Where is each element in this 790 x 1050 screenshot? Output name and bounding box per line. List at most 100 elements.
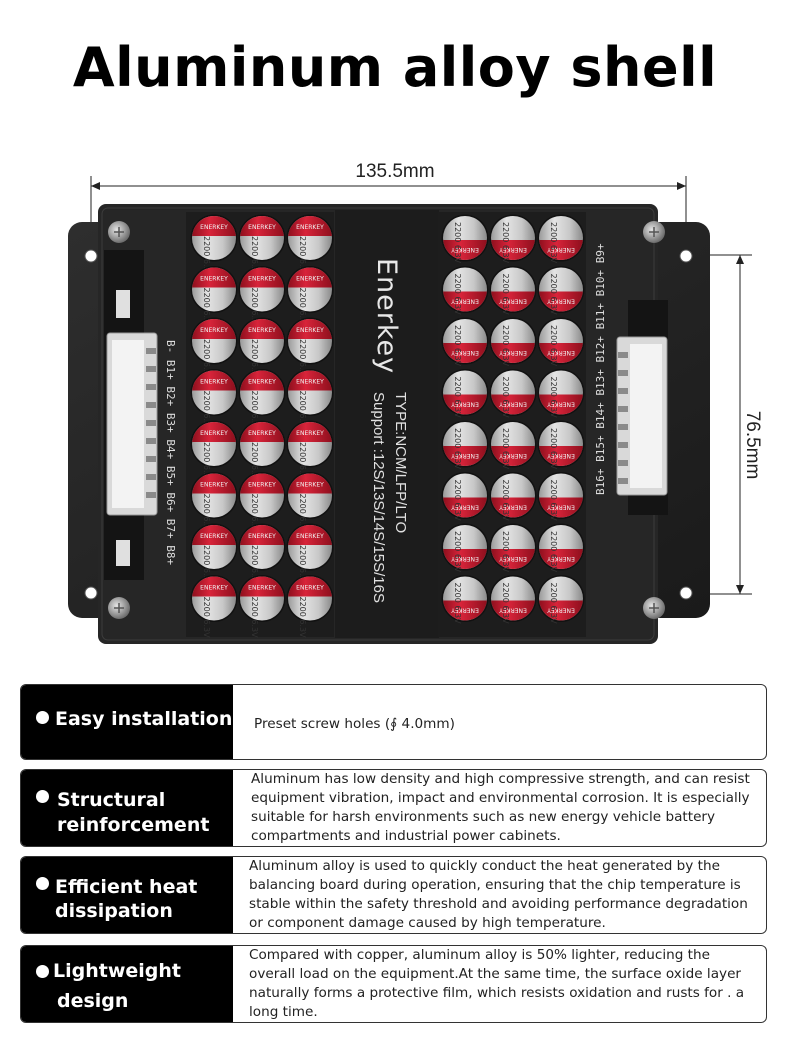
capacitor-brand-text: ENERKEY	[451, 452, 479, 459]
capacitor-brand-text: ENERKEY	[451, 504, 479, 511]
capacitor-brand-text: ENERKEY	[200, 224, 228, 231]
capacitor-brand-text: ENERKEY	[451, 555, 479, 562]
height-dimension-label: 76.5mm	[742, 411, 763, 480]
feature-title-line-1: Structural	[57, 789, 166, 811]
capacitor-brand-text: ENERKEY	[248, 430, 276, 437]
feature-easy-installation: Easy installation Preset screw holes (∮ …	[20, 684, 767, 760]
width-dimension-label: 135.5mm	[355, 161, 434, 182]
capacitor-value-text: 2200 6.3V	[298, 391, 307, 433]
capacitor-brand-text: ENERKEY	[296, 276, 324, 283]
capacitor-value-text: 2200 6.3V	[501, 480, 510, 522]
capacitor-brand-text: ENERKEY	[200, 482, 228, 489]
capacitor-value-text: 2200 6.3V	[298, 442, 307, 484]
capacitor-brand-text: ENERKEY	[547, 504, 575, 511]
balancer-product-image: 135.5mm 76.5mm	[68, 161, 763, 644]
feature-description: Aluminum alloy is used to quickly conduc…	[249, 858, 748, 931]
capacitor-value-text: 2200 6.3V	[549, 428, 558, 470]
capacitor-brand-text: ENERKEY	[200, 533, 228, 540]
capacitor-brand-text: ENERKEY	[547, 607, 575, 614]
capacitor-value-text: 2200 6.3V	[453, 325, 462, 367]
capacitor-brand-text: ENERKEY	[296, 224, 324, 231]
capacitor-brand-text: ENERKEY	[547, 452, 575, 459]
capacitor-brand-text: ENERKEY	[451, 401, 479, 408]
feature-description: Aluminum has low density and high compre…	[251, 771, 750, 844]
right-balance-connector	[616, 336, 668, 496]
capacitor-value-text: 2200 6.3V	[549, 222, 558, 264]
left-balance-connector	[106, 332, 158, 516]
capacitor-value-text: 2200 6.3V	[298, 597, 307, 639]
feature-lightweight-design: Lightweight design Compared with copper,…	[20, 945, 767, 1023]
mounting-holes	[84, 249, 693, 600]
feature-title-line-1: Lightweight	[53, 960, 181, 982]
capacitor-brand-text: ENERKEY	[499, 555, 527, 562]
bullet-icon	[36, 877, 49, 890]
capacitor-value-text: 2200 6.3V	[298, 545, 307, 587]
capacitor: ENERKEY 2200 6.3V	[190, 472, 238, 536]
capacitor-value-text: 2200 6.3V	[202, 494, 211, 536]
feature-label: Structural reinforcement	[21, 770, 233, 846]
capacitor-value-text: 2200 6.3V	[250, 597, 259, 639]
capacitor-value-text: 2200 6.3V	[501, 583, 510, 625]
capacitor-value-text: 2200 6.3V	[453, 531, 462, 573]
feature-description: Preset screw holes (∮ 4.0mm)	[254, 716, 455, 732]
capacitor-value-text: 2200 6.3V	[202, 288, 211, 330]
capacitor-value-text: 2200 6.3V	[250, 545, 259, 587]
capacitor-value-text: 2200 6.3V	[202, 442, 211, 484]
capacitor-value-text: 2200 6.3V	[453, 274, 462, 316]
capacitor-value-text: 2200 6.3V	[202, 391, 211, 433]
capacitor-brand-text: ENERKEY	[248, 327, 276, 334]
capacitor-brand-text: ENERKEY	[547, 298, 575, 305]
capacitor-brand-text: ENERKEY	[547, 246, 575, 253]
capacitor-value-text: 2200 6.3V	[250, 442, 259, 484]
capacitor-brand-text: ENERKEY	[499, 349, 527, 356]
support-text: Support :12S/13S/14S/15S/16S	[370, 392, 387, 603]
type-text: TYPE:NCM/LFP/LTO	[392, 392, 409, 533]
bullet-icon	[36, 711, 49, 724]
smd-components	[116, 290, 130, 566]
capacitor: ENERKEY 2200 6.3V	[190, 369, 238, 433]
capacitor-brand-text: ENERKEY	[451, 246, 479, 253]
capacitor-brand-text: ENERKEY	[248, 224, 276, 231]
capacitor-brand-text: ENERKEY	[547, 555, 575, 562]
capacitor-brand-text: ENERKEY	[499, 452, 527, 459]
capacitor-value-text: 2200 6.3V	[501, 222, 510, 264]
capacitor-brand-text: ENERKEY	[296, 482, 324, 489]
feature-title-line-2: design	[57, 990, 129, 1012]
bullet-icon	[36, 790, 49, 803]
capacitor-brand-text: ENERKEY	[200, 276, 228, 283]
capacitor-brand-text: ENERKEY	[200, 379, 228, 386]
capacitor: ENERKEY 2200 6.3V	[238, 420, 286, 484]
capacitor-brand-text: ENERKEY	[547, 401, 575, 408]
bullet-icon	[36, 965, 49, 978]
capacitor-value-text: 2200 6.3V	[202, 236, 211, 278]
capacitor: ENERKEY 2200 6.3V	[190, 266, 238, 330]
capacitor-value-text: 2200 6.3V	[501, 531, 510, 573]
capacitor-value-text: 2200 6.3V	[549, 480, 558, 522]
